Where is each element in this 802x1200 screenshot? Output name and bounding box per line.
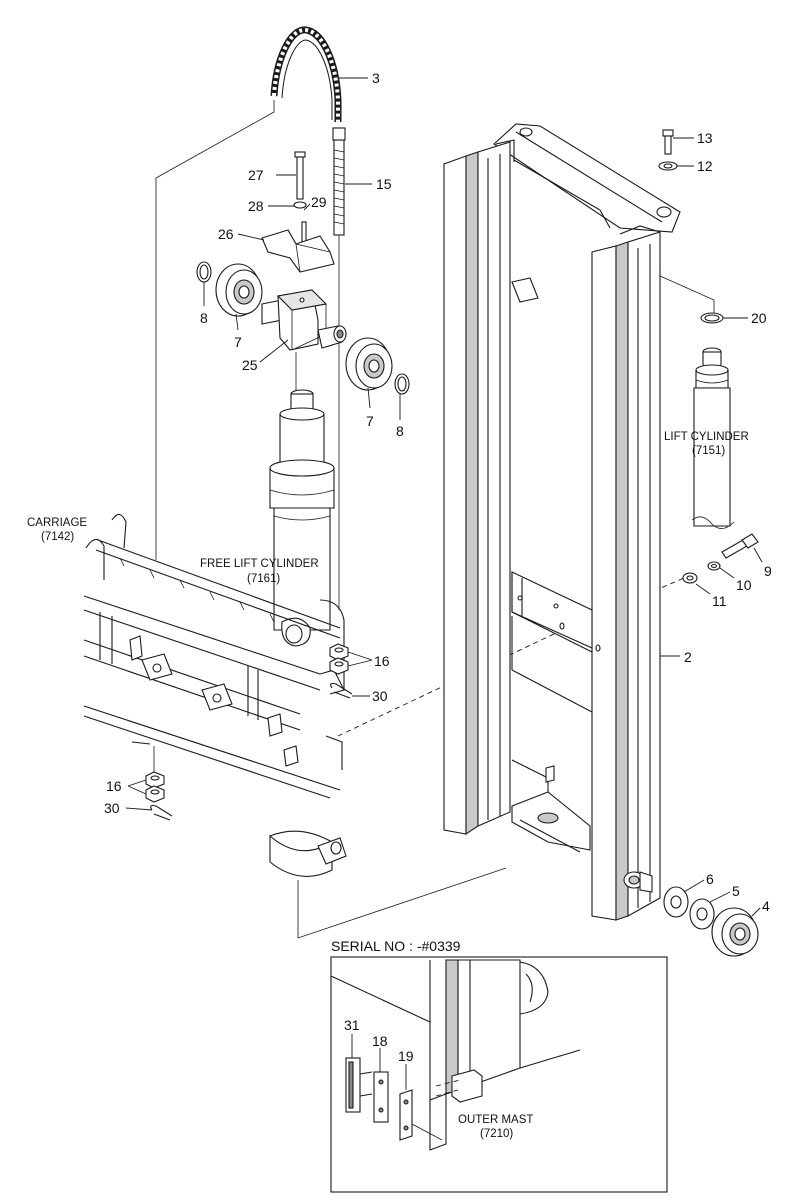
chain-leader-line <box>155 100 275 560</box>
chain-part-3 <box>270 26 342 122</box>
nut-part-16-lower <box>145 771 165 803</box>
callout-7-left: 7 <box>234 334 242 350</box>
lift-cylinder-label: LIFT CYLINDER <box>664 431 749 443</box>
free-lift-cylinder-label: FREE LIFT CYLINDER <box>200 558 319 570</box>
lift-cylinder <box>691 347 735 529</box>
sheave-block-part-25 <box>261 289 347 394</box>
sheave-part-7-right <box>345 337 393 391</box>
bolt-part-13 <box>662 129 674 155</box>
callout-29: 29 <box>311 194 327 210</box>
callout-31: 31 <box>344 1017 360 1033</box>
callout-leaders <box>125 77 763 1090</box>
roller-part-4 <box>711 907 759 957</box>
shim-part-5 <box>689 898 715 930</box>
outer-mast-label: OUTER MAST <box>458 1114 533 1126</box>
snap-ring-part-8-right <box>394 373 410 395</box>
callout-20: 20 <box>751 310 767 326</box>
callout-9: 9 <box>764 563 772 579</box>
shim-part-19 <box>399 1089 413 1141</box>
callout-8-right: 8 <box>396 423 404 439</box>
callout-16-lower: 16 <box>106 778 122 794</box>
carriage-to-mast-leader <box>297 867 507 939</box>
washer-part-12 <box>658 161 678 171</box>
callout-5: 5 <box>732 883 740 899</box>
cotter-pin-part-30-lower <box>150 804 173 821</box>
callout-28: 28 <box>248 198 264 214</box>
bracket-part-26 <box>261 229 335 273</box>
outer-mast-part-2 <box>443 123 681 921</box>
callout-11: 11 <box>712 593 727 609</box>
bolt-part-27 <box>294 151 306 200</box>
callout-19: 19 <box>398 1048 414 1064</box>
lift-cylinder-leader <box>659 262 715 316</box>
callout-27: 27 <box>248 167 264 183</box>
shim-part-6 <box>663 886 689 918</box>
shim-part-31 <box>345 1057 373 1113</box>
callout-25: 25 <box>242 357 258 373</box>
callout-10: 10 <box>736 577 752 593</box>
callout-15: 15 <box>376 176 392 192</box>
free-lift-cylinder-code: (7161) <box>247 573 280 585</box>
washer-part-11 <box>682 572 698 584</box>
lift-cylinder-code: (7151) <box>692 445 725 457</box>
callout-26: 26 <box>218 226 234 242</box>
snap-ring-part-8-left <box>196 261 212 283</box>
free-lift-cylinder <box>269 389 335 647</box>
shim-part-18 <box>373 1071 389 1123</box>
outer-mast-code: (7210) <box>480 1128 513 1140</box>
bolt-part-9 <box>721 533 759 559</box>
callout-2: 2 <box>684 649 692 665</box>
callout-8-left: 8 <box>200 310 208 326</box>
inset-serial-box: SERIAL NO : -#0339 <box>330 938 668 1193</box>
callout-6: 6 <box>706 871 714 887</box>
carriage-label: CARRIAGE <box>27 517 87 529</box>
anchor-bolt-part-15 <box>332 127 346 610</box>
washer-part-10 <box>707 561 721 571</box>
callout-18: 18 <box>372 1033 388 1049</box>
callout-16-upper: 16 <box>374 653 390 669</box>
washer-part-28 <box>293 201 307 209</box>
callout-7-right: 7 <box>366 413 374 429</box>
o-ring-part-20 <box>700 312 724 324</box>
dashed-connection-upper <box>337 615 593 737</box>
component-labels: CARRIAGE (7142) FREE LIFT CYLINDER (7161… <box>27 431 749 1140</box>
inset-serial-label: SERIAL NO : -#0339 <box>331 938 461 954</box>
carriage-code: (7142) <box>41 531 74 543</box>
callout-3: 3 <box>372 70 380 86</box>
nut-part-16-upper <box>329 643 349 675</box>
carriage-assembly <box>83 513 347 877</box>
callout-12: 12 <box>697 158 713 174</box>
callout-numbers: 3 15 27 28 29 26 8 7 25 7 8 13 12 20 9 1… <box>104 70 772 1064</box>
cotter-pin-part-30-upper <box>330 682 353 699</box>
callout-30-lower: 30 <box>104 800 120 816</box>
callout-30-upper: 30 <box>372 688 388 704</box>
sheave-part-7-left <box>215 263 263 317</box>
callout-13: 13 <box>697 130 713 146</box>
callout-4: 4 <box>762 898 770 914</box>
